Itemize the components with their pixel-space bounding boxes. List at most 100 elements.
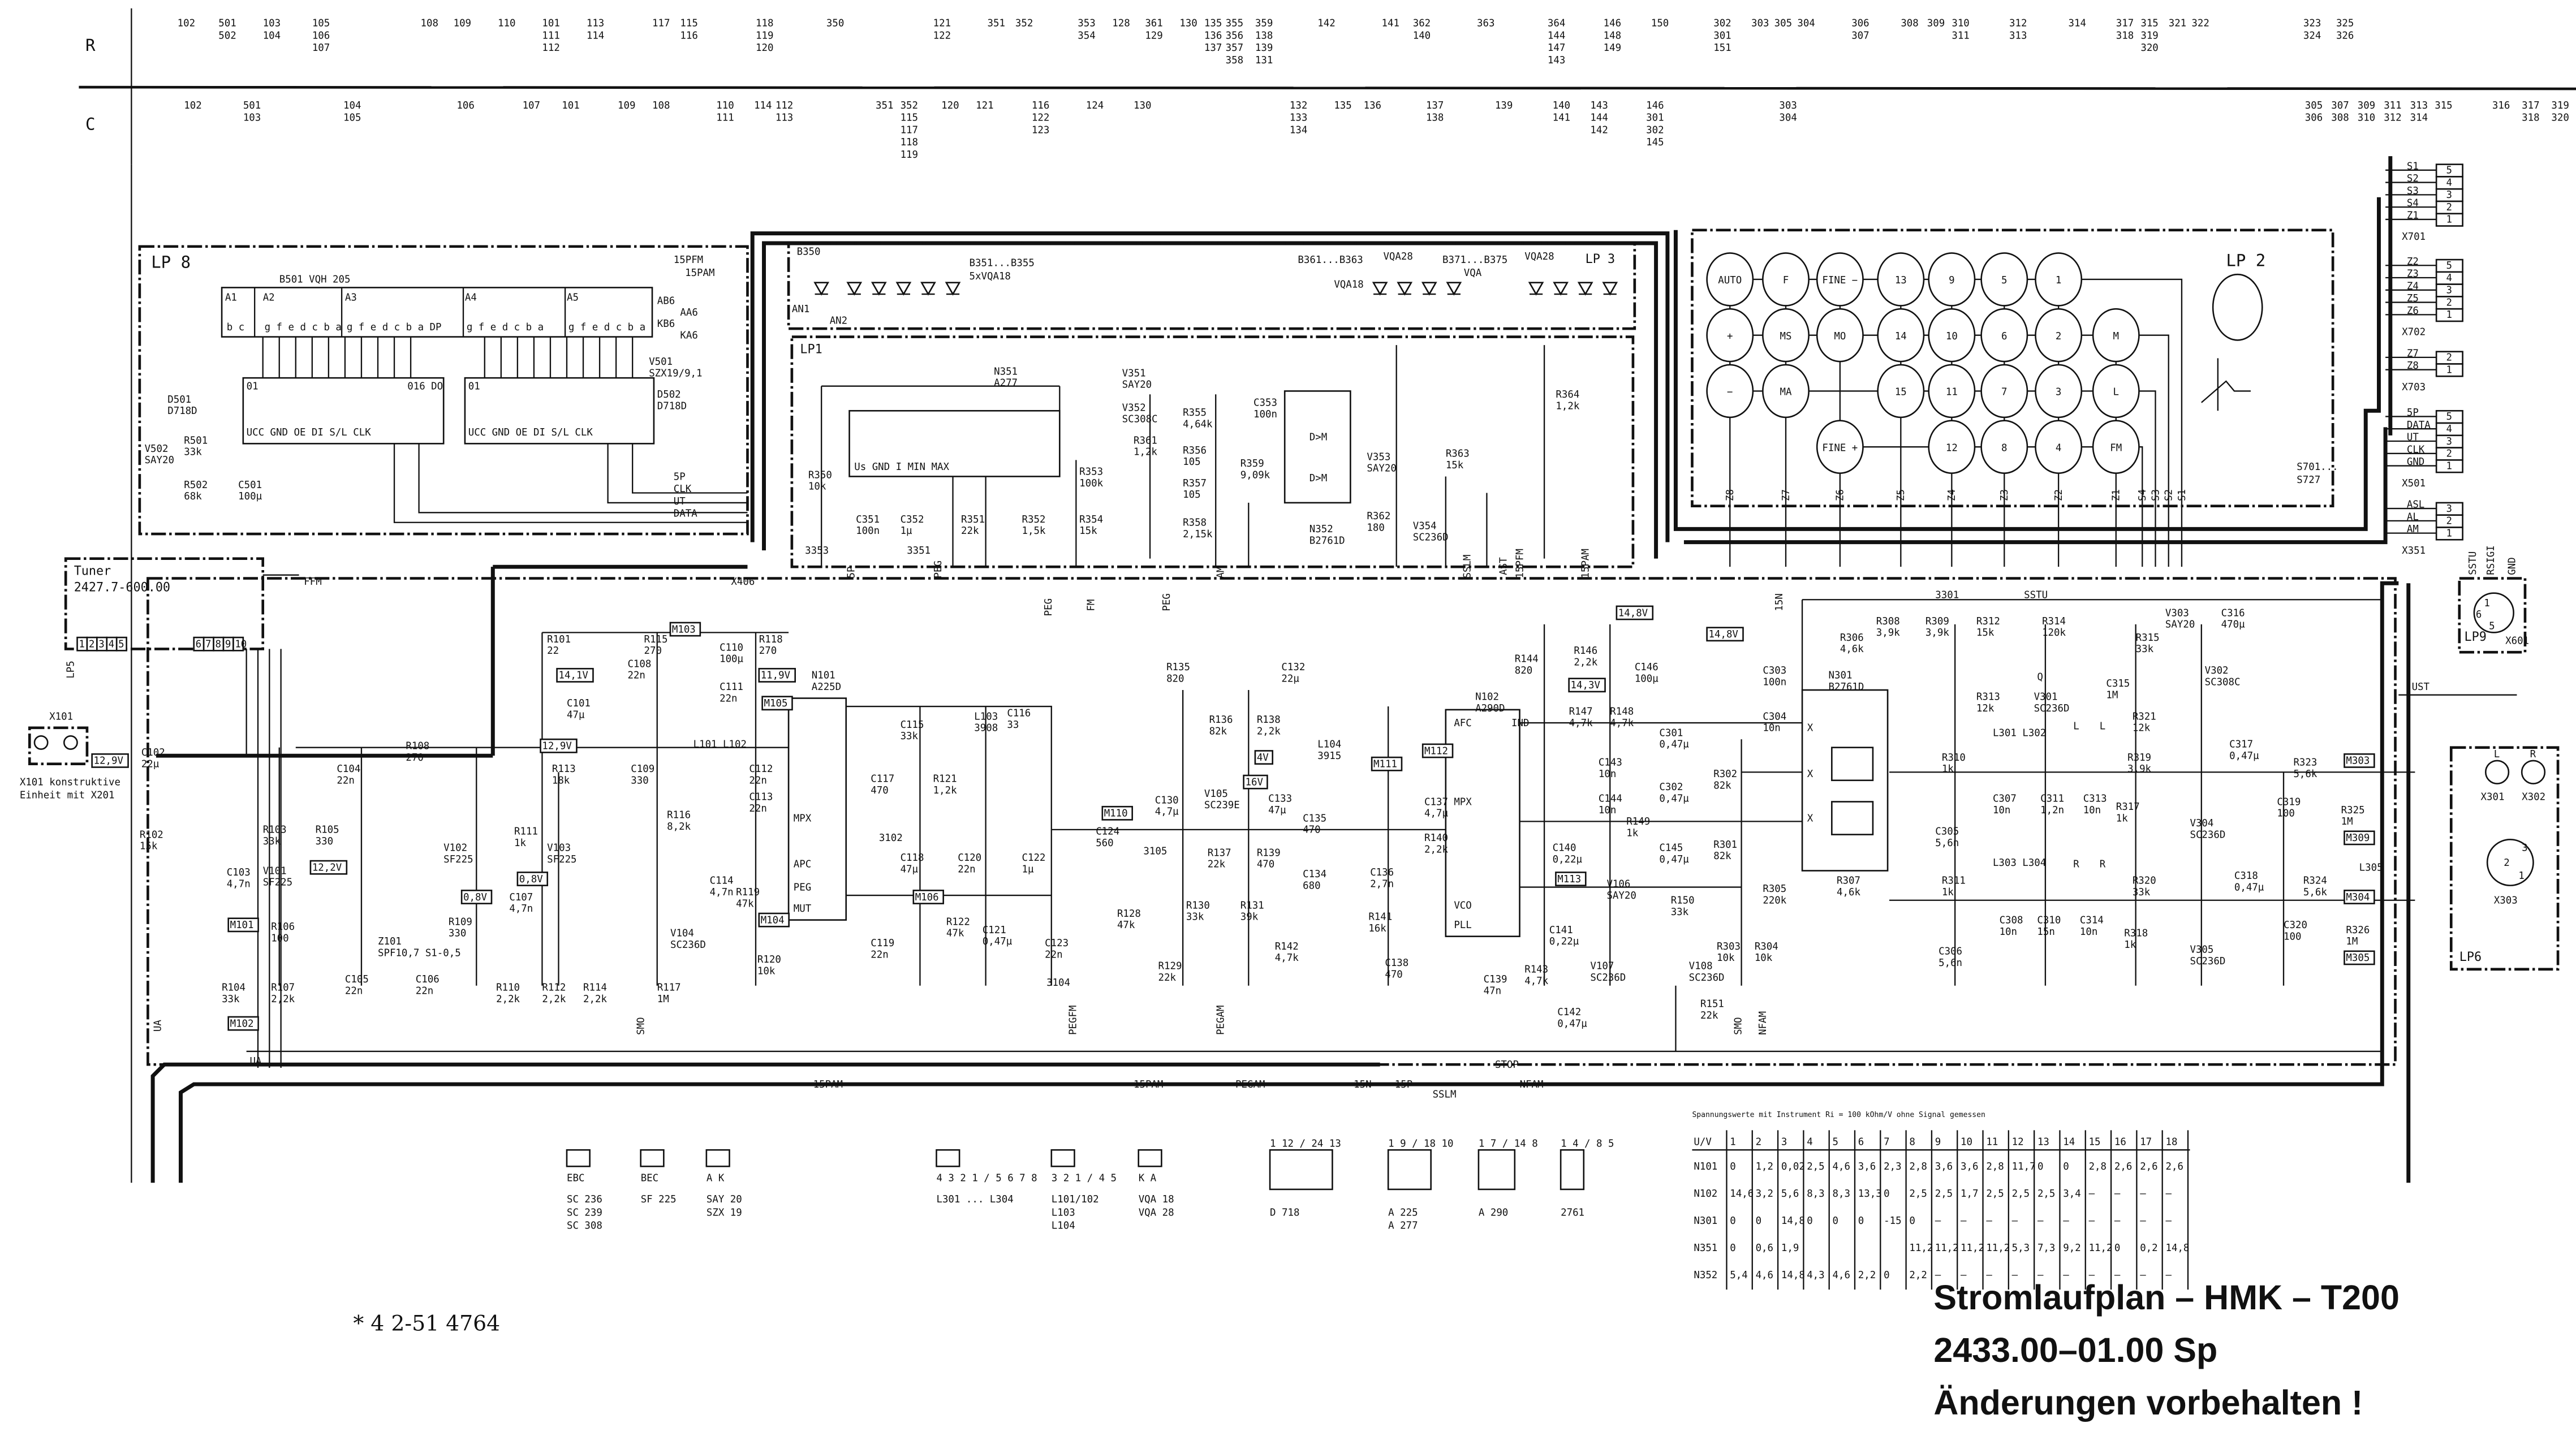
signal-label: Q (2037, 672, 2043, 683)
keypad-key-label: − (1727, 387, 1733, 398)
lp8-label: LP 8 (151, 253, 191, 272)
table-cell: 2,5 (1807, 1161, 1824, 1172)
table-cell: -15 (1884, 1215, 1901, 1227)
n351-ic (848, 409, 1061, 477)
component-ref: R129 (1158, 961, 1182, 972)
component-ref: C304 (1763, 711, 1786, 722)
table-cell: 0 (1807, 1215, 1812, 1227)
table-cell: 11,2 (1909, 1243, 1933, 1254)
r-ref-number: 146 (1604, 18, 1621, 29)
segment-pins: g f e d c b a (467, 322, 544, 333)
matrix-line-label: Z8 (1725, 489, 1736, 501)
segment-pins: g f e d c b a DP (347, 322, 442, 333)
r-ref-number: 324 (2303, 30, 2321, 41)
c-ref-number: 117 (901, 124, 918, 136)
component-value: 33k (2133, 887, 2151, 898)
component-value: 4,7µ (1424, 808, 1448, 820)
component-value: 4,6k (1837, 887, 1860, 898)
package-pin-label: 1 9 / 18 10 (1388, 1138, 1453, 1149)
keypad-key-label: 7 (2001, 387, 2007, 398)
d502-pins: UCC GND OE DI S/L CLK (468, 427, 593, 438)
signal-label: AM (1216, 567, 1227, 579)
component-value: 15k (140, 841, 158, 852)
c-ref-number: 305 (2305, 100, 2323, 111)
r-ref-number: 143 (1548, 55, 1565, 66)
n301-block (1831, 801, 1874, 835)
signal-label: 15N (1774, 593, 1785, 611)
c-ref-number: 113 (776, 113, 793, 124)
lp2-frame (1691, 228, 2334, 508)
package-type: D 718 (1270, 1207, 1299, 1218)
connector-pin-number: 1 (2446, 528, 2452, 539)
c-ref-number: 352 (901, 100, 918, 111)
tuner-pin-number: 9 (225, 639, 231, 650)
r-ref-number: 121 (933, 18, 951, 29)
c-ref-number: 317 (2522, 100, 2539, 111)
connector-signal: Z7 (2407, 348, 2419, 359)
digit-label: A4 (465, 292, 477, 304)
c-ref-number: 121 (976, 100, 993, 111)
connector-pin-number: 1 (2446, 214, 2452, 226)
keypad-key (1877, 308, 1925, 363)
table-cell: 0 (1756, 1215, 1761, 1227)
component-value: 3908 (974, 723, 998, 734)
signal-label: 15PFM (674, 255, 703, 266)
component-ref: L301 L302 (1993, 727, 2046, 739)
component-ref: N301 (1829, 670, 1853, 682)
table-cell: 0 (2063, 1161, 2069, 1172)
component-ref: R362 (1367, 511, 1390, 522)
x101-socket (28, 726, 89, 766)
component-ref: R119 (736, 887, 760, 898)
switch-ref: S727 (2297, 475, 2320, 486)
r-ref-number: 364 (1548, 18, 1565, 29)
cinch-socket-left-icon (2484, 760, 2510, 784)
component-value: SZX19/9,1 (649, 368, 702, 379)
table-cell: 2,2 (1909, 1270, 1927, 1281)
component-ref: R109 (449, 916, 472, 928)
tuner-title: Tuner (74, 564, 111, 579)
component-value: 105 (1183, 456, 1200, 468)
channel-label: L (2494, 749, 2500, 760)
c-ref-number: 140 (1553, 100, 1570, 111)
table-row-label: N301 (1694, 1215, 1717, 1227)
matrix-line-label: Z6 (1835, 489, 1846, 501)
r-ref-number: 315 (2140, 18, 2158, 29)
component-value: SC236D (670, 939, 706, 951)
c-ref-number: 308 (2331, 113, 2349, 124)
connector-signal: S3 (2407, 186, 2419, 197)
table-header-cell: 18 (2165, 1137, 2177, 1148)
component-value: 2,2k (271, 994, 295, 1005)
voltage-table: Spannungswerte mit Instrument Ri = 100 k… (1692, 1111, 2190, 1290)
component-ref: R118 (759, 634, 783, 645)
table-header-cell: 9 (1935, 1137, 1941, 1148)
component-value: 1,2k (1134, 447, 1157, 458)
connector-pin-number: 2 (2446, 448, 2452, 460)
n101-ic (787, 697, 847, 921)
component-ref: C301 (1659, 727, 1683, 739)
pin-label: SSTU (2467, 551, 2479, 575)
component-ref: C116 (1007, 708, 1031, 719)
component-ref: C319 (2277, 796, 2301, 808)
component-ref: R113 (552, 764, 576, 775)
measuring-point-label: M304 (2346, 892, 2370, 903)
connector-pin-number: 3 (2446, 436, 2452, 447)
main-circuit: D501D718DD502D718DV501SZX19/9,1V502SAY20… (91, 356, 2430, 1100)
component-value: 10n (1993, 805, 2010, 816)
n352-block: D>M (1309, 432, 1327, 443)
table-cell: 2,5 (1909, 1188, 1927, 1200)
component-ref: R356 (1183, 445, 1207, 456)
signal-label: SSLM (1462, 555, 1473, 579)
channel-label: R (2530, 749, 2536, 760)
component-value: 12k (2133, 723, 2151, 734)
component-value: SF225 (547, 854, 576, 865)
component-ref: C318 (2234, 870, 2258, 882)
c-ref-number: 145 (1646, 137, 1664, 148)
component-value: 10k (1755, 952, 1773, 964)
measuring-point-label: M104 (761, 915, 785, 926)
measuring-point-label: M106 (915, 892, 939, 903)
ffm-label: FFM (304, 576, 321, 588)
r-ref-number: 356 (1226, 30, 1243, 41)
r-ref-number: 142 (1317, 18, 1335, 29)
component-value: 10n (2000, 926, 2017, 938)
package-pin-label: BEC (641, 1172, 658, 1184)
